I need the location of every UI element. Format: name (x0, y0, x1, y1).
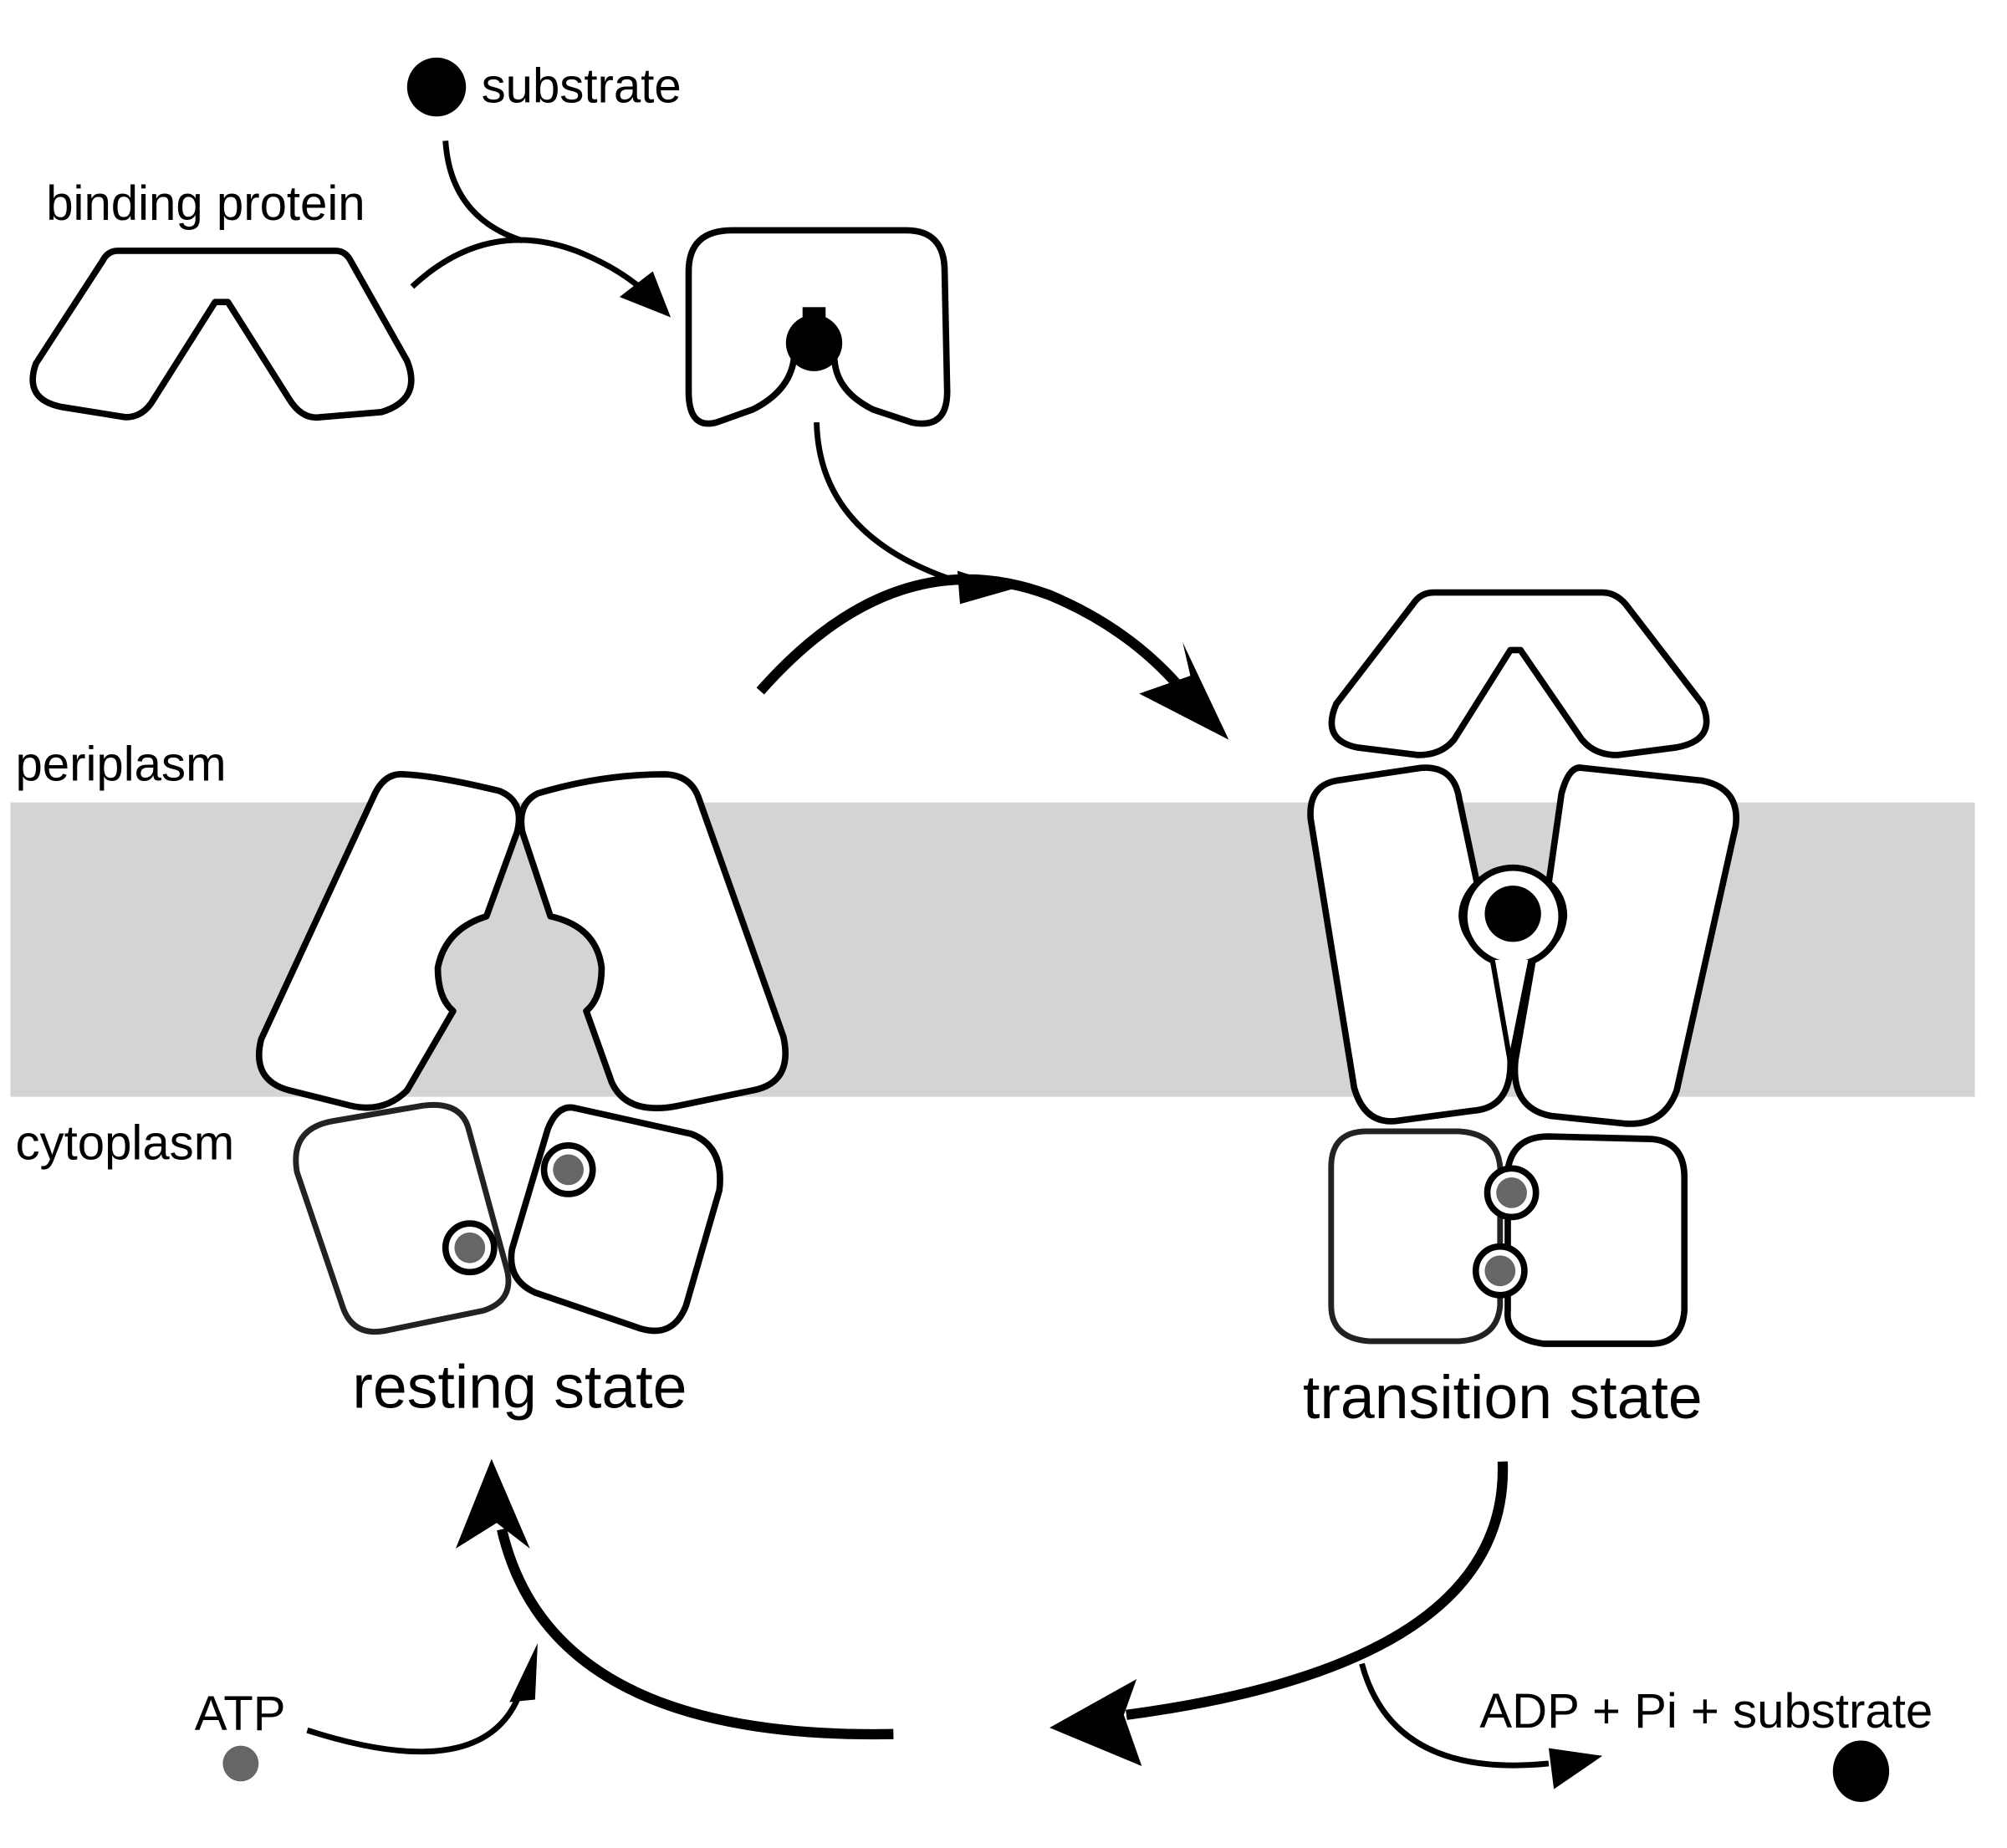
transition-state-transporter (1307, 589, 1739, 1347)
transition-pocket-channel (1489, 959, 1534, 1063)
arrow-resting-to-transition-head (1139, 642, 1229, 740)
arrow-resting-to-transition (756, 574, 1182, 695)
substrate-label: substrate (482, 59, 682, 113)
arrow-products-release (1359, 1662, 1550, 1769)
transition-substrate (1484, 886, 1541, 942)
resting-nucleotide-upper (553, 1154, 585, 1186)
transition-nucleotide-upper (1496, 1177, 1527, 1208)
products-label: ADP + Pi + substrate (1479, 1684, 1933, 1738)
released-substrate-dot (1832, 1740, 1890, 1802)
binding-protein-open (29, 248, 415, 421)
arrow-products-release-head (1548, 1748, 1603, 1789)
arrow-bottom-to-resting (497, 1528, 894, 1740)
atp-dot (222, 1745, 259, 1782)
arrow-binding (410, 237, 658, 304)
arrow-transition-to-bottom-head (1049, 1678, 1142, 1767)
arrow-transition-to-bottom (1126, 1461, 1509, 1720)
periplasm-label: periplasm (15, 738, 226, 792)
arrow-binding-head (619, 271, 672, 318)
resting-nbd-right (508, 1104, 723, 1335)
arrow-atp-binding-head (509, 1643, 538, 1703)
atp-label: ATP (195, 1687, 286, 1741)
bound-substrate (785, 314, 843, 371)
arrow-bottom-to-resting-head (455, 1458, 530, 1549)
transition-binding-protein (1328, 589, 1710, 758)
transition-nbd-right (1504, 1133, 1688, 1347)
resting-tmd-right (518, 771, 789, 1111)
substrate-legend-dot (406, 57, 467, 117)
bound-substrate-cap (802, 307, 826, 320)
arrow-substrate-join (442, 140, 523, 244)
resting-state-transporter (255, 771, 789, 1335)
resting-tmd-left (255, 771, 523, 1111)
arrow-bound-to-transporter (814, 421, 962, 585)
resting-nbd-left (293, 1102, 512, 1335)
resting-nucleotide-lower (454, 1232, 486, 1263)
transition-state-label: transition state (1303, 1362, 1703, 1432)
transition-nbd-left (1328, 1128, 1504, 1345)
transition-nucleotide-lower (1484, 1255, 1516, 1287)
cytoplasm-label: cytoplasm (15, 1116, 234, 1171)
binding-protein-label: binding protein (46, 176, 365, 231)
resting-state-label: resting state (352, 1352, 687, 1422)
arrow-atp-binding (306, 1676, 528, 1755)
